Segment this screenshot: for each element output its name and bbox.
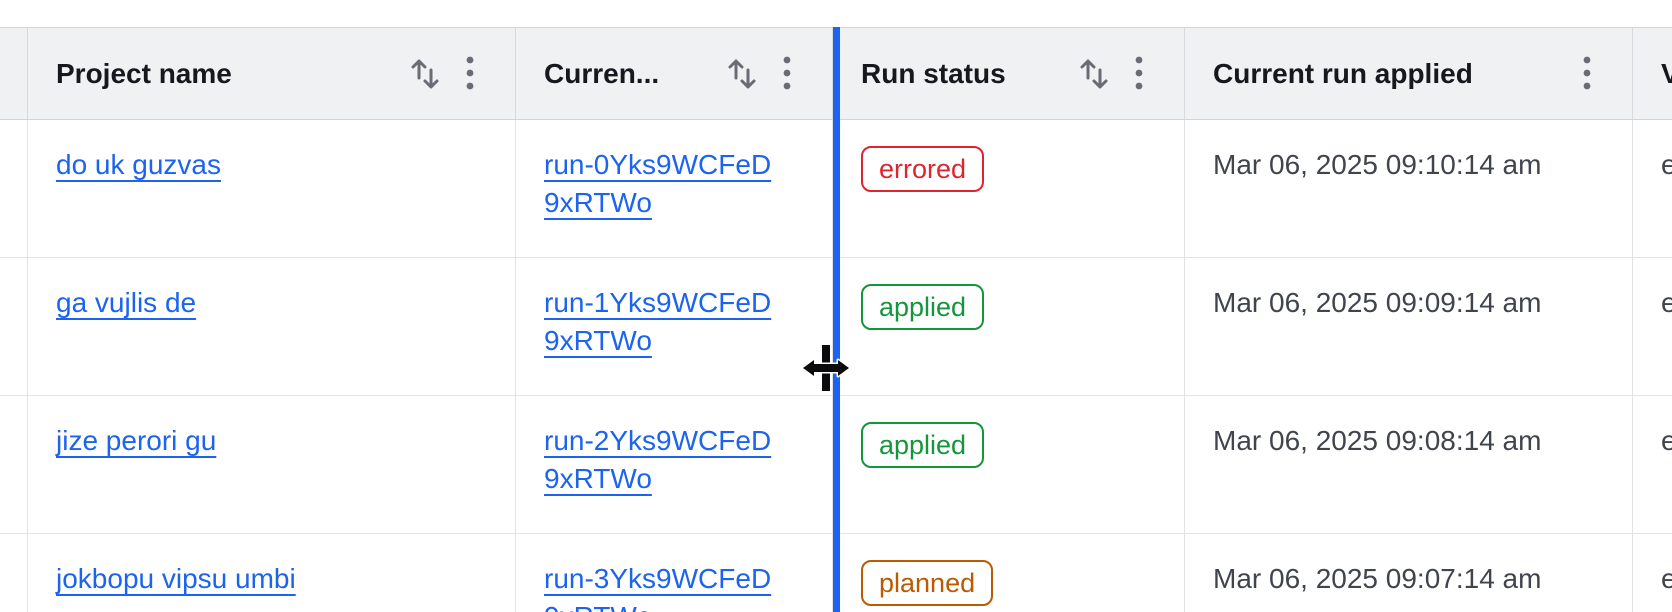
- run-applied-timestamp: Mar 06, 2025 09:09:14 am: [1185, 258, 1633, 395]
- project-link[interactable]: jokbopu vipsu umbi: [56, 563, 296, 594]
- row-spacer-cell: [0, 258, 28, 395]
- column-resize-indicator[interactable]: [833, 27, 840, 612]
- column-header-label: Project name: [56, 57, 232, 89]
- kebab-menu-icon[interactable]: [1582, 54, 1592, 94]
- run-status-cell: planned: [833, 534, 1185, 612]
- truncated-cell: e: [1633, 258, 1672, 395]
- project-link[interactable]: ga vujlis de: [56, 287, 197, 318]
- project-name-cell: jokbopu vipsu umbi: [28, 534, 516, 612]
- table-row: do uk guzvas run-0Yks9WCFeD9xRTWo errore…: [0, 120, 1672, 258]
- kebab-menu-icon[interactable]: [465, 54, 475, 94]
- column-header-current-run-applied: Current run applied: [1185, 28, 1633, 119]
- run-applied-timestamp: Mar 06, 2025 09:08:14 am: [1185, 396, 1633, 533]
- truncated-cell: e: [1633, 120, 1672, 257]
- truncated-cell: e: [1633, 534, 1672, 612]
- column-header-label: Run status: [861, 57, 1006, 89]
- run-applied-timestamp: Mar 06, 2025 09:10:14 am: [1185, 120, 1633, 257]
- sort-icon[interactable]: [1078, 57, 1110, 91]
- column-header-project-name: Project name: [28, 28, 516, 119]
- row-spacer-cell: [0, 396, 28, 533]
- run-status-cell: errored: [833, 120, 1185, 257]
- run-status-badge: applied: [861, 422, 985, 468]
- run-status-badge: applied: [861, 284, 985, 330]
- project-name-cell: do uk guzvas: [28, 120, 516, 257]
- table-row: jokbopu vipsu umbi run-3Yks9WCFeD9xRTWo …: [0, 534, 1672, 612]
- sort-icon[interactable]: [409, 57, 441, 91]
- kebab-menu-icon[interactable]: [1134, 54, 1144, 94]
- table-row: jize perori gu run-2Yks9WCFeD9xRTWo appl…: [0, 396, 1672, 534]
- column-header-label: Current run applied: [1213, 57, 1473, 89]
- column-header-label: V: [1661, 57, 1672, 89]
- column-header-truncated: V: [1633, 28, 1672, 119]
- row-spacer-cell: [0, 534, 28, 612]
- current-run-cell: run-3Yks9WCFeD9xRTWo: [516, 534, 833, 612]
- run-status-badge: errored: [861, 146, 985, 192]
- truncated-cell: e: [1633, 396, 1672, 533]
- run-status-cell: applied: [833, 258, 1185, 395]
- column-header-spacer: [0, 28, 28, 119]
- run-applied-timestamp: Mar 06, 2025 09:07:14 am: [1185, 534, 1633, 612]
- run-status-badge: planned: [861, 560, 994, 606]
- project-link[interactable]: do uk guzvas: [56, 149, 221, 180]
- run-link[interactable]: run-1Yks9WCFeD9xRTWo: [544, 287, 772, 356]
- kebab-menu-icon[interactable]: [782, 54, 792, 94]
- table-row: ga vujlis de run-1Yks9WCFeD9xRTWo applie…: [0, 258, 1672, 396]
- column-header-label: Curren...: [544, 57, 660, 89]
- run-link[interactable]: run-3Yks9WCFeD9xRTWo: [544, 563, 772, 612]
- column-header-run-status: Run status: [833, 28, 1185, 119]
- row-spacer-cell: [0, 120, 28, 257]
- project-link[interactable]: jize perori gu: [56, 425, 217, 456]
- run-status-cell: applied: [833, 396, 1185, 533]
- project-name-cell: ga vujlis de: [28, 258, 516, 395]
- run-link[interactable]: run-2Yks9WCFeD9xRTWo: [544, 425, 772, 494]
- column-header-current-run: Curren...: [516, 28, 833, 119]
- run-link[interactable]: run-0Yks9WCFeD9xRTWo: [544, 149, 772, 218]
- project-name-cell: jize perori gu: [28, 396, 516, 533]
- current-run-cell: run-2Yks9WCFeD9xRTWo: [516, 396, 833, 533]
- current-run-cell: run-1Yks9WCFeD9xRTWo: [516, 258, 833, 395]
- current-run-cell: run-0Yks9WCFeD9xRTWo: [516, 120, 833, 257]
- sort-icon[interactable]: [726, 57, 758, 91]
